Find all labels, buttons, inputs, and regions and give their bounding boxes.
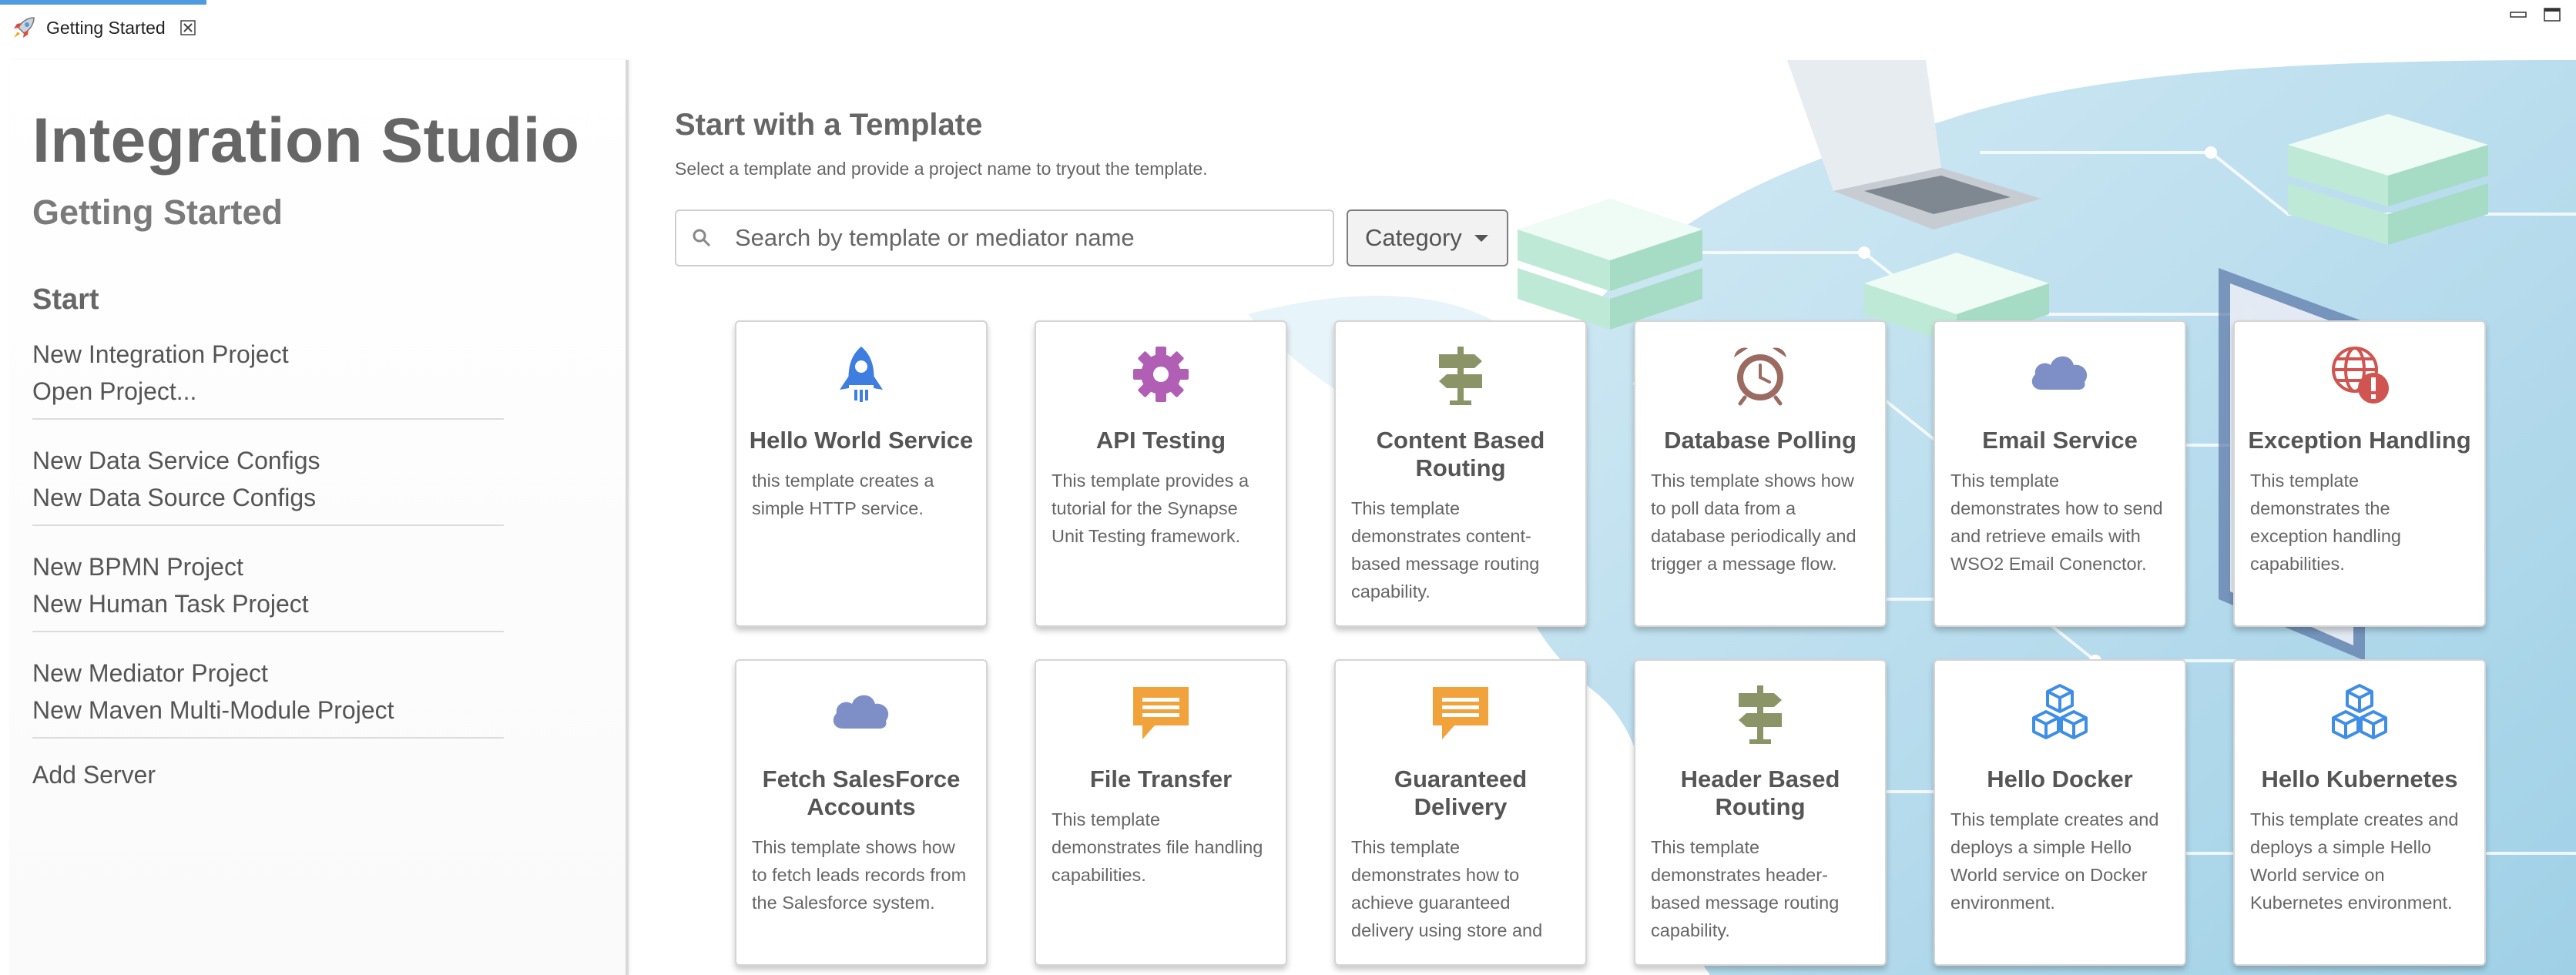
card-title: File Transfer [1089,766,1233,792]
card-title: Hello Docker [1987,766,2133,792]
card-description: This template creates and deploys a simp… [2250,809,2459,913]
new-mediator-project-link[interactable]: New Mediator Project [32,659,268,687]
card-title: Database Polling [1664,427,1857,454]
main-title: Start with a Template [675,108,983,142]
menu-group-project: New Integration Project Open Project... [32,331,504,420]
card-title: Hello Kubernetes [2261,766,2458,792]
close-icon[interactable] [179,19,196,36]
card-description: This template demonstrates the exception… [2250,471,2401,574]
rocket-icon [14,17,35,38]
open-project-link[interactable]: Open Project... [32,377,197,405]
card-description: This template shows how to fetch leads r… [752,837,967,913]
card-title: Content Based Routing [1376,427,1545,481]
cloud-icon [833,695,889,729]
cubes-icon [2032,684,2088,739]
card-description: This template demonstrates file handling… [1052,809,1263,885]
card-title: Hello World Service [749,427,974,454]
card-title: API Testing [1095,427,1226,454]
template-card-hello-world-service[interactable]: Hello World Service this template create… [735,320,988,627]
main-subtitle: Select a template and provide a project … [675,159,1208,179]
card-title: Fetch SalesForce Accounts [762,766,961,820]
window-controls [2510,8,2561,22]
template-card-file-transfer[interactable]: File Transfer This template demonstrates… [1035,659,1287,966]
cloud-icon [2031,356,2088,390]
caret-down-icon [1474,234,1488,242]
template-search-box[interactable] [675,209,1334,266]
new-integration-project-link[interactable]: New Integration Project [32,340,289,368]
app-subtitle: Getting Started [32,193,283,232]
template-card-hello-kubernetes[interactable]: Hello Kubernetes This template creates a… [2233,659,2486,966]
gear-icon [1133,347,1189,402]
alarm-clock-icon [1734,347,1786,406]
card-description: This template creates and deploys a simp… [1950,809,2159,913]
card-description: this template creates a simple HTTP serv… [752,471,934,518]
template-card-content-based-routing[interactable]: Content Based Routing This template demo… [1334,320,1587,627]
card-description: This template demonstrates header-based … [1651,837,1840,940]
signpost-icon [1739,685,1782,744]
getting-started-sidebar: Integration Studio Getting Started Start… [9,60,629,975]
cubes-icon [2332,684,2387,739]
minimize-icon[interactable] [2510,8,2527,22]
new-data-service-configs-link[interactable]: New Data Service Configs [32,447,320,474]
category-dropdown[interactable]: Category [1347,209,1508,266]
rocket-icon [840,347,883,402]
card-description: This template demonstrates how to achiev… [1351,837,1543,940]
signpost-icon [1439,347,1482,405]
start-section-label: Start [32,283,99,316]
menu-group-data-service: New Data Service Configs New Data Source… [32,437,504,526]
new-bpmn-project-link[interactable]: New BPMN Project [32,553,243,581]
menu-group-bpmn: New BPMN Project New Human Task Project [32,544,504,632]
template-card-api-testing[interactable]: API Testing This template provides a tut… [1035,320,1287,627]
app-title: Integration Studio [32,106,580,176]
category-label: Category [1365,224,1462,251]
template-card-hello-docker[interactable]: Hello Docker This template creates and d… [1934,659,2186,966]
message-icon [1133,687,1189,739]
add-server-link[interactable]: Add Server [32,761,156,789]
template-card-database-polling[interactable]: Database Polling This template shows how… [1634,320,1887,627]
template-panel: Start with a Template Select a template … [632,60,2576,975]
card-title: Header Based Routing [1680,766,1840,820]
tab-getting-started[interactable]: Getting Started [0,0,206,51]
search-icon [693,229,711,247]
card-title: Exception Handling [2248,427,2471,454]
globe-alert-icon [2332,347,2389,404]
menu-group-mediator: New Mediator Project New Maven Multi-Mod… [32,650,504,739]
maximize-icon[interactable] [2544,8,2561,22]
card-description: This template demonstrates content-based… [1351,498,1540,601]
card-description: This template shows how to poll data fro… [1651,471,1857,574]
message-icon [1433,687,1488,739]
tab-label: Getting Started [46,17,166,38]
card-description: This template provides a tutorial for th… [1052,471,1249,546]
template-card-email-service[interactable]: Email Service This template demonstrates… [1934,320,2186,627]
editor-tab-strip: Getting Started [0,0,2576,59]
template-card-guaranteed-delivery[interactable]: Guaranteed Delivery This template demons… [1334,659,1587,966]
menu-group-server: Add Server [32,753,504,799]
template-card-fetch-salesforce-accounts[interactable]: Fetch SalesForce Accounts This template … [735,659,988,966]
template-card-exception-handling[interactable]: Exception Handling This template demonst… [2233,320,2486,627]
new-maven-multi-module-project-link[interactable]: New Maven Multi-Module Project [32,696,394,724]
card-title: Email Service [1982,427,2138,454]
new-data-source-configs-link[interactable]: New Data Source Configs [32,484,317,511]
template-card-header-based-routing[interactable]: Header Based Routing This template demon… [1634,659,1887,966]
card-title: Guaranteed Delivery [1394,766,1528,820]
card-description: This template demonstrates how to send a… [1950,471,2163,574]
new-human-task-project-link[interactable]: New Human Task Project [32,590,309,618]
search-input[interactable] [733,223,1319,253]
